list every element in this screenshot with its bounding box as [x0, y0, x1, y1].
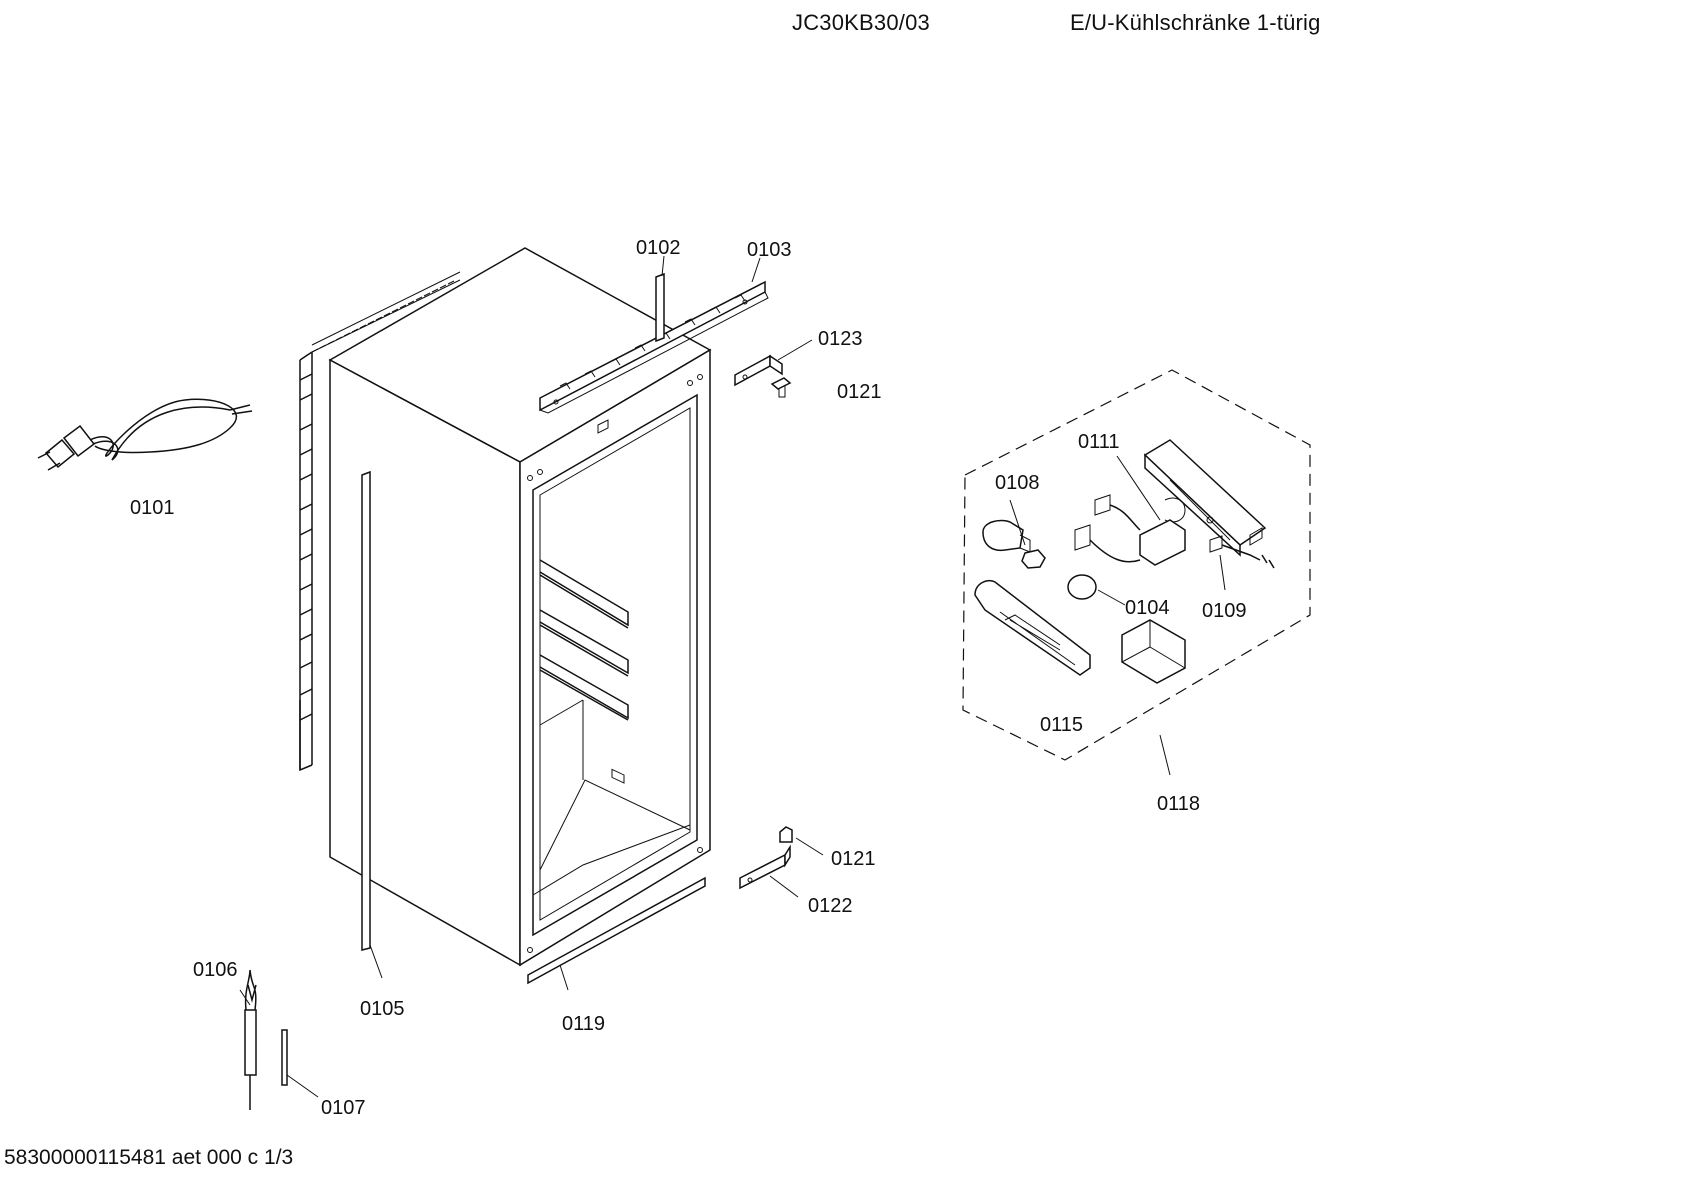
label-0104: 0104 [1125, 597, 1170, 619]
appliance-category: E/U-Kühlschränke 1-türig [1070, 10, 1321, 35]
label-0102: 0102 [636, 237, 681, 259]
label-0121-top: 0121 [837, 381, 882, 403]
label-0108: 0108 [995, 472, 1040, 494]
label-0123: 0123 [818, 328, 863, 350]
control-unit-assembly[interactable] [962, 369, 1311, 761]
model-number: JC30KB30/03 [792, 10, 930, 35]
label-0111: 0111 [1078, 431, 1120, 453]
label-0106: 0106 [193, 959, 238, 981]
top-cover-strip-part[interactable] [539, 280, 769, 414]
bottom-hinge-pin-part[interactable] [779, 826, 793, 843]
label-0103: 0103 [747, 239, 792, 261]
condenser-grille [299, 271, 461, 772]
top-hinge-part[interactable] [734, 354, 783, 387]
label-0115: 0115 [1040, 714, 1083, 736]
label-0109: 0109 [1202, 600, 1247, 622]
drain-pipe-part[interactable] [655, 272, 665, 343]
thermostat-sensor-part[interactable] [244, 969, 257, 1110]
label-0101: 0101 [130, 497, 175, 519]
label-0121-bottom: 0121 [831, 848, 876, 870]
leader-lines [239, 255, 1226, 1098]
label-0105: 0105 [360, 998, 405, 1020]
label-0118: 0118 [1157, 793, 1200, 815]
door-seal-strip-part[interactable] [361, 470, 371, 951]
label-0107: 0107 [321, 1097, 366, 1119]
power-cord-part[interactable] [37, 398, 253, 471]
bottom-hinge-part[interactable] [739, 844, 791, 890]
sensor-tube-part[interactable] [281, 1029, 288, 1086]
top-hinge-pin-part[interactable] [770, 377, 792, 398]
refrigerator-cabinet [328, 247, 712, 967]
label-0119: 0119 [562, 1013, 605, 1035]
label-0122: 0122 [808, 895, 853, 917]
document-code: 58300000115481 aet 000 c 1/3 [4, 1146, 294, 1169]
bottom-trim-strip-part[interactable] [527, 876, 706, 985]
